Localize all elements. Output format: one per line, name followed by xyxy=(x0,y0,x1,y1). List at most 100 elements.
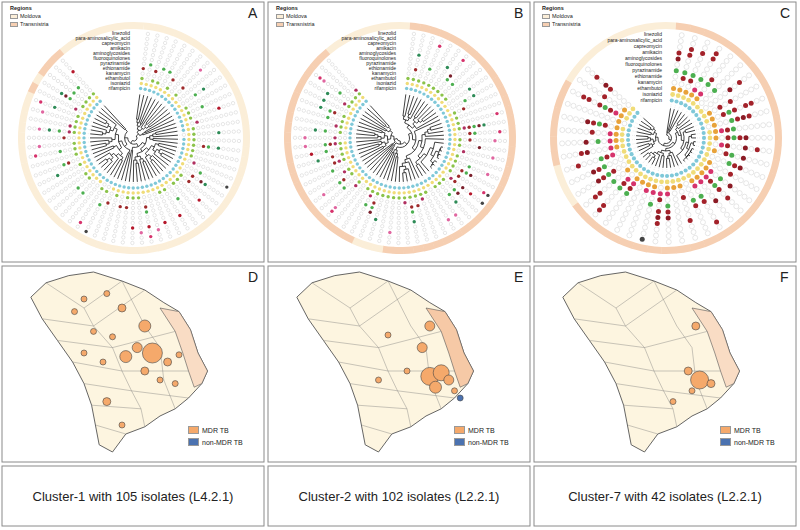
resistance-dot xyxy=(446,66,449,69)
resistance-dot xyxy=(441,185,444,188)
region-band xyxy=(143,22,155,30)
resistance-dot xyxy=(349,145,352,148)
resistance-dot xyxy=(43,180,46,183)
tree-branch xyxy=(117,146,123,154)
resistance-dot xyxy=(461,186,464,189)
resistance-dot xyxy=(392,196,395,199)
resistance-dot xyxy=(142,195,145,198)
resistance-dot xyxy=(304,145,307,148)
tree-leader xyxy=(87,137,89,138)
resistance-dot xyxy=(212,188,215,191)
resistance-dot xyxy=(433,185,436,188)
resistance-dot xyxy=(65,103,68,106)
resistance-dot xyxy=(191,109,194,112)
resistance-dot xyxy=(107,185,110,188)
resistance-dot xyxy=(480,79,483,82)
resistance-dot xyxy=(409,200,412,203)
region-band xyxy=(287,162,297,174)
resistance-dot xyxy=(160,95,163,98)
resistance-dot xyxy=(76,94,79,97)
tree-branch xyxy=(153,138,178,140)
resistance-dot xyxy=(28,146,31,149)
resistance-dot xyxy=(426,195,429,198)
resistance-dot xyxy=(398,186,401,189)
resistance-dot xyxy=(58,107,61,110)
resistance-dot xyxy=(231,101,234,104)
resistance-dot xyxy=(439,222,442,225)
resistance-dot xyxy=(212,68,215,71)
resistance-dot xyxy=(86,118,89,121)
resistance-dot xyxy=(65,169,68,172)
resistance-dot xyxy=(347,217,350,220)
resistance-dot xyxy=(179,120,182,123)
tree-leader xyxy=(375,176,376,178)
resistance-dot xyxy=(476,117,479,120)
resistance-dot xyxy=(164,63,167,66)
tree-branch xyxy=(385,126,387,128)
resistance-dot xyxy=(177,105,180,108)
tree-leader xyxy=(133,183,134,185)
tree-branch xyxy=(430,151,435,161)
resistance-dot xyxy=(61,213,64,216)
resistance-dot xyxy=(67,111,70,114)
resistance-dot xyxy=(380,229,383,232)
resistance-dot xyxy=(460,195,463,198)
resistance-dot xyxy=(98,100,101,103)
resistance-dot xyxy=(342,115,345,118)
tree-branch xyxy=(119,140,122,142)
resistance-dot xyxy=(74,212,77,215)
resistance-dot xyxy=(295,155,298,158)
resistance-dot xyxy=(181,147,184,150)
resistance-dot xyxy=(448,205,451,208)
resistance-dot xyxy=(498,148,501,151)
resistance-dot xyxy=(142,67,145,70)
resistance-dot xyxy=(228,93,231,96)
resistance-dot xyxy=(148,68,151,71)
resistance-dot xyxy=(440,74,443,77)
resistance-dot xyxy=(375,213,378,216)
resistance-dot xyxy=(60,190,63,193)
resistance-dot xyxy=(426,72,429,75)
resistance-dot xyxy=(131,231,134,234)
tree-branch xyxy=(109,158,112,161)
resistance-dot xyxy=(205,118,208,121)
region-band xyxy=(241,115,250,127)
resistance-dot xyxy=(191,217,194,220)
resistance-dot xyxy=(354,176,357,179)
tree-branch xyxy=(129,151,132,182)
resistance-dot xyxy=(77,136,80,139)
tree-branch xyxy=(405,95,410,116)
resistance-dot xyxy=(68,206,71,209)
resistance-dot xyxy=(330,123,333,126)
resistance-dot xyxy=(71,70,74,73)
resistance-dot xyxy=(461,177,464,180)
tree-branch xyxy=(399,167,400,182)
resistance-dot xyxy=(472,61,475,64)
resistance-dot xyxy=(51,176,54,179)
resistance-dot xyxy=(347,105,350,108)
resistance-dot xyxy=(201,78,204,81)
tree-branch xyxy=(107,158,118,173)
resistance-dot xyxy=(155,197,158,200)
resistance-dot xyxy=(489,84,492,87)
region-band xyxy=(21,162,31,174)
resistance-dot xyxy=(111,208,114,211)
resistance-dot xyxy=(116,220,119,223)
resistance-dot xyxy=(412,37,415,40)
resistance-dot xyxy=(157,228,160,231)
tree-branch xyxy=(413,122,415,124)
tree-leader xyxy=(169,166,171,167)
tree-branch xyxy=(90,137,112,138)
region-band xyxy=(18,142,26,153)
resistance-dot xyxy=(76,225,79,228)
resistance-dot xyxy=(105,227,108,230)
resistance-dot xyxy=(354,114,357,117)
resistance-dot xyxy=(464,212,467,215)
resistance-dot xyxy=(52,76,55,79)
tree-leader xyxy=(356,120,358,122)
resistance-dot xyxy=(348,141,351,144)
resistance-dot xyxy=(329,149,332,152)
resistance-dot xyxy=(309,81,312,84)
resistance-dot xyxy=(145,185,148,188)
tree-branch xyxy=(93,122,107,128)
